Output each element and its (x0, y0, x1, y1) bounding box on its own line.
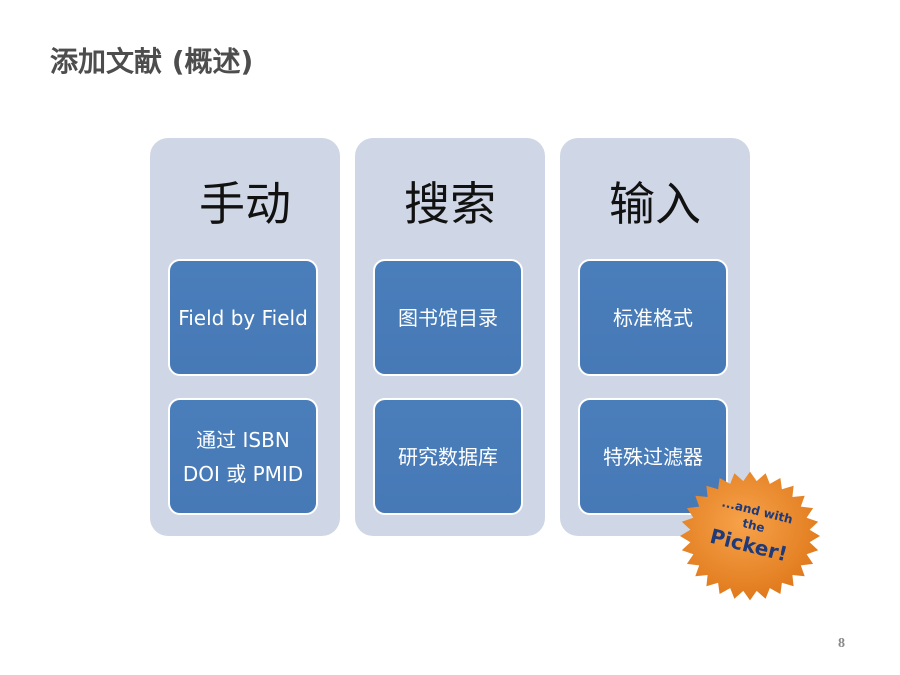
slide-title: 添加文献 (概述) (50, 45, 254, 78)
starburst-shape (680, 471, 820, 601)
column-import: 输入 标准格式 特殊过滤器 (560, 138, 750, 536)
item-box: 图书馆目录 (373, 259, 523, 376)
badge-line-2: the (741, 516, 766, 535)
picker-starburst-badge: ...and with the Picker! (680, 471, 820, 601)
item-box: 标准格式 (578, 259, 728, 376)
item-box: 通过 ISBN DOI 或 PMID (168, 398, 318, 515)
column-heading: 输入 (609, 177, 701, 231)
column-heading: 搜索 (404, 177, 496, 231)
item-box: 特殊过滤器 (578, 398, 728, 515)
column-search: 搜索 图书馆目录 研究数据库 (355, 138, 545, 536)
item-box: Field by Field (168, 259, 318, 376)
page-number: 8 (838, 636, 845, 651)
item-box: 研究数据库 (373, 398, 523, 515)
column-heading: 手动 (199, 177, 291, 231)
column-manual: 手动 Field by Field 通过 ISBN DOI 或 PMID (150, 138, 340, 536)
